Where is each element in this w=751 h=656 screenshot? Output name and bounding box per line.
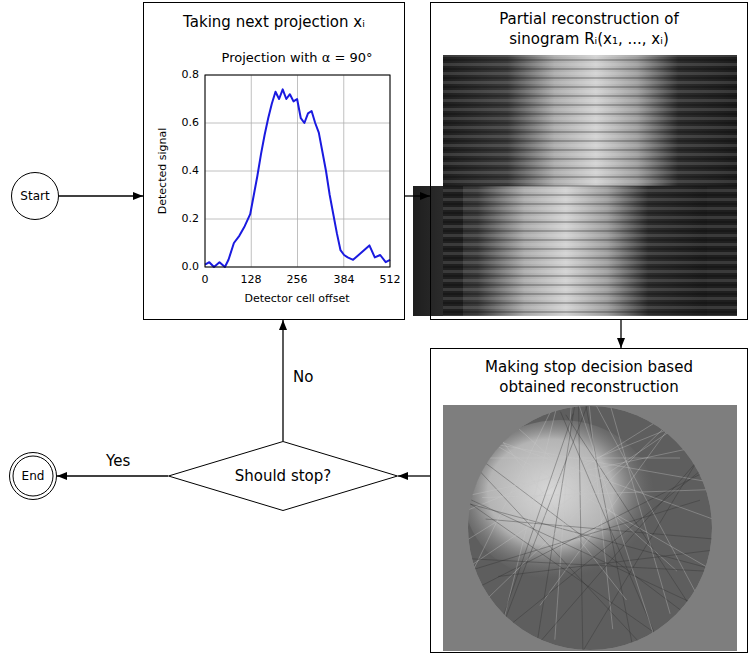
streak-line xyxy=(431,408,708,568)
end-terminal: End xyxy=(9,452,57,500)
streak-line xyxy=(414,412,711,532)
node-label: Partial reconstruction of sinogram Rᵢ(x₁… xyxy=(479,9,699,50)
streak-line xyxy=(498,538,751,577)
reconstruction-streaks xyxy=(360,306,751,656)
flow-arrow xyxy=(405,195,430,196)
tick-label: 128 xyxy=(241,273,262,286)
plot-area xyxy=(205,75,390,267)
axis-label: Detected signal xyxy=(156,128,169,214)
tick-label: 384 xyxy=(334,273,355,286)
node-label: Should stop? xyxy=(235,466,332,486)
tick-label: 0.0 xyxy=(182,260,200,273)
edge-label: Yes xyxy=(104,452,132,470)
tick-label: 0 xyxy=(202,273,209,286)
grid-line xyxy=(205,219,390,220)
projection-plot xyxy=(205,75,390,267)
edge-label: No xyxy=(291,368,315,386)
process-box: Making stop decision based obtained reco… xyxy=(430,348,748,653)
flow-arrow xyxy=(620,320,621,348)
tick-label: 0.2 xyxy=(182,212,200,225)
axis-label: Detector cell offset xyxy=(245,292,350,305)
sinogram-image xyxy=(413,55,737,316)
streak-line xyxy=(465,460,714,656)
tick-label: 0.8 xyxy=(182,68,200,81)
tick-label: 512 xyxy=(380,273,401,286)
plot-frame xyxy=(205,75,390,267)
streak-line xyxy=(482,486,751,497)
streak-line xyxy=(441,407,706,586)
node-label: End xyxy=(22,468,45,484)
node-label: Start xyxy=(20,188,49,204)
grid-line xyxy=(205,123,390,124)
streak-line xyxy=(469,414,573,656)
streak-line xyxy=(472,440,751,496)
flow-arrow xyxy=(282,320,283,441)
sinogram-ground xyxy=(443,55,737,316)
reconstruction-disc xyxy=(360,306,751,656)
decision-diamond: Should stop? xyxy=(168,441,398,511)
tick-label: 256 xyxy=(287,273,308,286)
node-label: Making stop decision based obtained reco… xyxy=(469,357,709,398)
signal-curve xyxy=(205,89,390,267)
flow-arrow xyxy=(57,475,168,476)
node-label: Taking next projection xᵢ xyxy=(149,12,399,32)
start-terminal: Start xyxy=(11,172,59,220)
sinogram-stripes xyxy=(443,55,737,316)
tick-label: 0.4 xyxy=(182,164,200,177)
tick-label: 0.6 xyxy=(182,116,200,129)
streak-line xyxy=(526,397,576,656)
grid-line xyxy=(205,171,390,172)
reconstruction-image xyxy=(360,306,751,656)
flow-arrow xyxy=(398,475,430,476)
streak-line xyxy=(578,385,584,656)
process-box: Partial reconstruction of sinogram Rᵢ(x₁… xyxy=(430,2,748,320)
inner-circle xyxy=(13,456,53,496)
diamond-shape xyxy=(169,442,398,511)
plot-grid xyxy=(205,75,390,267)
outer-circle xyxy=(10,453,57,500)
streak-line xyxy=(467,559,751,576)
plot-title: Projection with α = 90° xyxy=(222,50,373,66)
flow-arrow xyxy=(59,195,143,196)
